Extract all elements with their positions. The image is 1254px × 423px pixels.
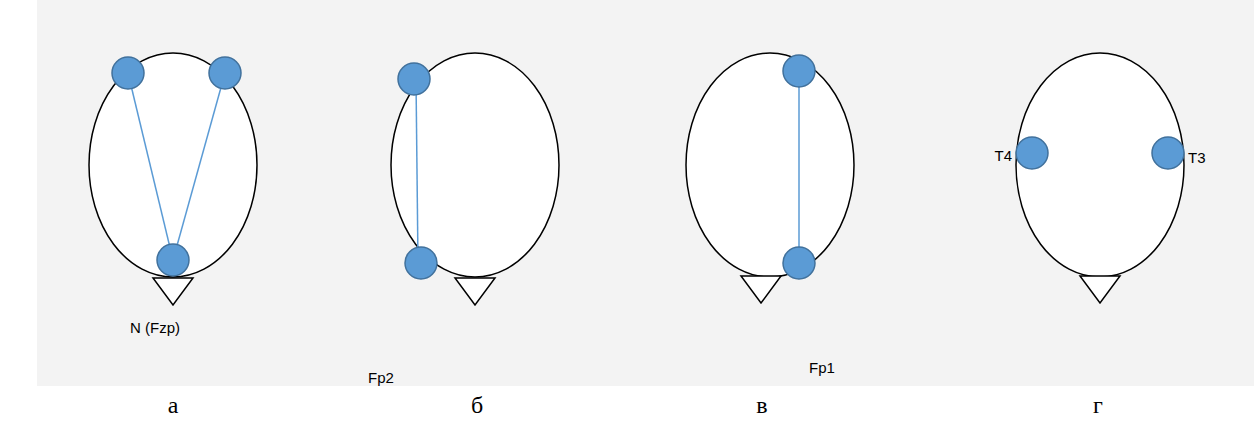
background-panel bbox=[37, 0, 1254, 386]
panel-letter: б bbox=[471, 392, 483, 418]
head-a bbox=[89, 53, 257, 305]
head-g bbox=[1016, 53, 1184, 303]
electrode-label: N (Fzp) bbox=[130, 320, 180, 337]
panel-letter: а bbox=[168, 392, 179, 418]
head-b bbox=[391, 53, 559, 305]
electrode-label: Fp2 bbox=[368, 370, 394, 387]
panel-letter: г bbox=[1093, 392, 1103, 418]
head-v bbox=[686, 53, 854, 303]
electrode-label: T3 bbox=[1188, 150, 1206, 167]
panel-letter: в bbox=[756, 392, 767, 418]
electrode-label: Fp1 bbox=[809, 360, 835, 377]
electrode-label: T4 bbox=[994, 148, 1012, 165]
